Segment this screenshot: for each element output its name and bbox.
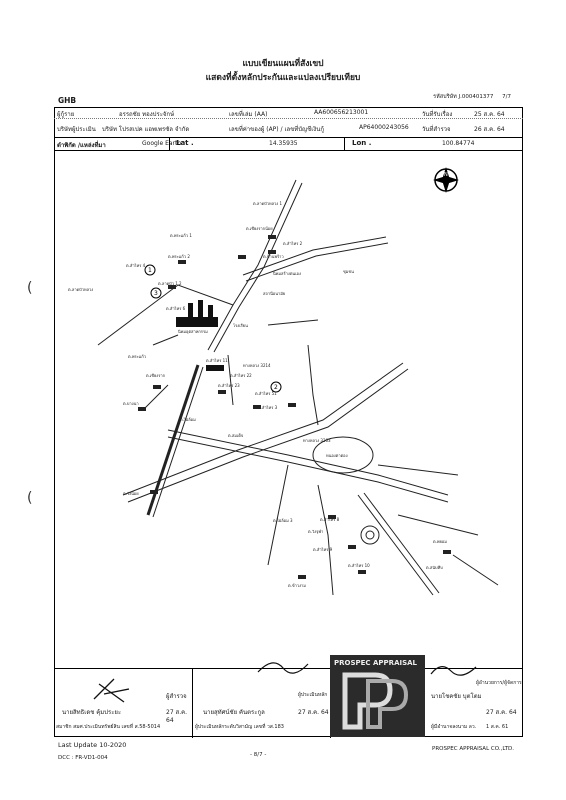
map-label-21: ต.พระแก้ว [128, 354, 146, 359]
lon-label: Lon . [352, 139, 372, 147]
surveyor-role: ผู้สำรวจ [166, 693, 187, 700]
map-label-8: ต.ลาดบัว 1.2 [158, 281, 182, 286]
factory-icon [176, 300, 218, 327]
map-label-32: ต.ลำไทร 9 [313, 547, 333, 552]
map-label-36: ต.ข้าวงาม [288, 583, 306, 588]
lat-value: 14.35935 [269, 140, 298, 147]
circle-num-2: 2 [274, 384, 278, 391]
binding-mark-top: ( [27, 280, 33, 296]
map-label-19: ต.ลำไทร 51 [255, 391, 277, 396]
map-label-18: ต.ลำไทร 23 [218, 383, 240, 388]
appraiser-name: นายสุทัศน์ชัย คันตระกูล [203, 709, 265, 716]
signature-scribble-2 [257, 662, 309, 674]
director-role: ผู้อำนวยการ/ผู้จัดการ [476, 680, 522, 686]
circle-num-1: 1 [148, 267, 152, 274]
map-label-33: ต.ลำไทร 10 [348, 563, 370, 568]
appraiser-license: ผู้ประเมินหลักระดับวิสามัญ เลขที่ วส.183 [195, 724, 284, 730]
map-label-29: ต.ไผ่ล้อม 3 [273, 518, 293, 523]
header-row-3: ตำพิกัด /แหล่งที่มา Google Earth Lat . 1… [54, 137, 523, 151]
appraiser-role: ผู้ประเมินหลัก [298, 692, 328, 698]
map-label-23: ต.บางนา [123, 401, 139, 406]
company-label: บริษัทผู้ประเมิน [57, 126, 96, 133]
map-label-12: นิคมสร้างตนเอง [273, 271, 301, 276]
receive-label: วันที่รับเรื่อง [422, 111, 453, 118]
borrower-name: อรรถชัย ทองประจักษ์ [119, 111, 175, 118]
signature-block-surveyor: ผู้สำรวจ นายสิทธิเดช คุ้มประยะ 27 ส.ค. 6… [54, 668, 192, 738]
map-label-9: ต.ลำไทร 6 [166, 306, 186, 311]
map-label-20: ต.ลำไทร 3 [258, 405, 278, 410]
map-label-1: ต.ลาดบัวหลวง 1 [253, 201, 283, 206]
map-label-35: ต.สนับทึบ [426, 565, 443, 570]
map-label-28: ต.วังน้อย [123, 491, 139, 496]
stamp-text: PROSPEC APPRAISAL [334, 659, 418, 667]
map-label-31: ต.วังจุฬา [308, 529, 323, 535]
map-label-4: ต.พระแก้ว 1 [170, 233, 192, 238]
ap-label: เลขที่ค่าของผู้ (AP) / เลขที่บัญชีเงินกู… [229, 126, 324, 133]
director-name: นายโชคชัย บุตโตม [431, 693, 482, 700]
doc-no-label: เลขที่เล่ม (AA) [229, 111, 268, 118]
map-label-24: ทางหลวง 3214 [243, 363, 271, 368]
map-label-13: ชุมชน [343, 269, 354, 275]
location-source: Google Earth [142, 140, 182, 147]
surveyor-license: สมาชิก สมศ.ประเมินทรัพย์สิน เลขที่ ส.58-… [56, 724, 161, 730]
signature-scribble-3 [430, 666, 477, 676]
document-frame [54, 107, 523, 737]
map-label-3: ต.ลำไทร 2 [283, 241, 303, 246]
map-label-5: ต.บ้านพร้าว [263, 254, 284, 259]
document-title: แบบเขียนแผนที่สังเขป [242, 59, 324, 69]
company-stamp: PROSPEC APPRAISAL [330, 655, 425, 737]
survey-label: วันที่สำรวจ [422, 126, 451, 133]
map-label-17: ต.ลำไทร 22 [230, 373, 252, 378]
document-subtitle: แสดงที่ตั้งหลักประกันและแปลงเปรียบเทียบ [205, 73, 361, 83]
map-label-7: ต.พระแก้ว 2 [168, 254, 190, 259]
map-label-26: ต.ไผ่ล้อม [180, 417, 196, 422]
north-arrow-icon: N [433, 167, 459, 193]
map-label-11: ต.ลาดบัวหลวง [68, 287, 93, 292]
map-label-37: หนองตาตอง [326, 453, 348, 458]
map-label-6: ต.ลำไทร 4 [126, 263, 146, 268]
map-label-25: ทางหลวง 3263 [303, 438, 331, 443]
page-number: - 8/7 - [250, 752, 267, 758]
footer-company: PROSPEC APPRAISAL CO.,LTD. [432, 746, 514, 752]
signature-scribble-1 [93, 678, 130, 703]
map-label-10: นิคมอุตสาหกรรม [178, 329, 209, 335]
map-label-30: ต.ลำไทร 8 [320, 517, 340, 522]
map-label-2: ต.เชียงรากน้อย [246, 226, 273, 231]
bank-name: GHB [58, 96, 77, 105]
director-license: ผู้มีอำนาจลงนาม ลว. [431, 724, 477, 730]
subject-marker [206, 365, 224, 371]
surveyor-date: 27 ส.ค. 64 [166, 709, 188, 724]
lat-label: Lat . [176, 139, 194, 147]
doc-no: AA600656213001 [314, 109, 369, 116]
location-map: N 1 2 3 ต.ลาดบัวหลวง 1 ต.เชียงรากน้อย ต.… [58, 155, 520, 610]
map-label-27: ต.สมเด็จ [228, 432, 243, 438]
ap-no: AP64000243056 [359, 124, 409, 131]
doc-ref: รหัสบริษัท J.000401377 7/7 [433, 94, 511, 100]
map-label-14: สถานีอนามัย [263, 291, 285, 296]
header-row-1: ผู้กู้ราย อรรถชัย ทองประจักษ์ เลขที่เล่ม… [54, 107, 523, 119]
director-license-date: 1 ส.ค. 61 [486, 724, 509, 730]
appraiser-date: 27 ส.ค. 64 [298, 709, 329, 716]
stamp-logo: PROSPEC APPRAISAL [330, 655, 425, 737]
circle-num-3: 3 [154, 290, 158, 297]
map-label-34: ต.พยอม [433, 539, 447, 544]
surveyor-name: นายสิทธิเดช คุ้มประยะ [62, 709, 122, 716]
form-code: DCC : FR-VD1-004 [58, 755, 108, 761]
director-date: 27 ส.ค. 64 [486, 709, 517, 716]
company-name: บริษัท โปรสเปค แอพเพรซัล จำกัด [102, 126, 190, 133]
map-label-22: ต.เชียงราก [146, 373, 166, 378]
map-label-15: โรงเรียน [233, 323, 248, 328]
svg-text:N: N [444, 172, 448, 178]
receive-date: 25 ส.ค. 64 [474, 111, 505, 118]
map-svg: N 1 2 3 ต.ลาดบัวหลวง 1 ต.เชียงรากน้อย ต.… [68, 167, 499, 596]
header-row-2: บริษัทผู้ประเมิน บริษัท โปรสเปค แอพเพรซั… [54, 122, 523, 134]
signature-block-appraiser: ผู้ประเมินหลัก นายสุทัศน์ชัย คันตระกูล 2… [192, 662, 330, 738]
binding-mark-bottom: ( [27, 490, 33, 506]
survey-date: 26 ส.ค. 64 [474, 126, 505, 133]
borrower-label: ผู้กู้ราย [57, 111, 75, 118]
lon-value: 100.84774 [442, 140, 475, 147]
location-label: ตำพิกัด /แหล่งที่มา [57, 142, 106, 149]
map-label-16: ต.ลำไทร 11 [206, 358, 228, 363]
last-update: Last Update 10-2020 [58, 741, 127, 749]
